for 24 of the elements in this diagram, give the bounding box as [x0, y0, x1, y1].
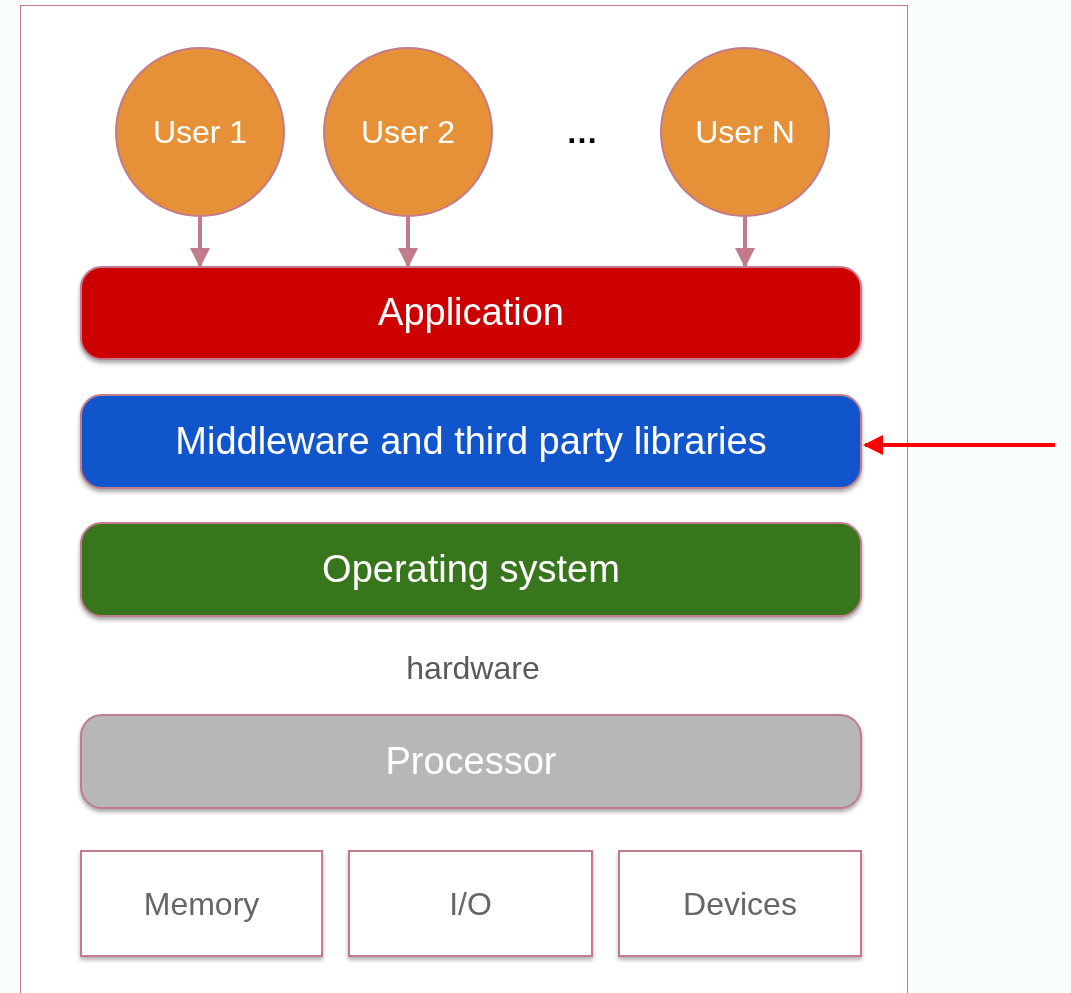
layer-bar — [80, 522, 862, 617]
layer-bar — [80, 394, 862, 489]
component-box — [618, 850, 862, 957]
node-label: User 1 — [152, 113, 248, 152]
layer-bar — [80, 714, 862, 809]
layer-bar — [80, 266, 862, 360]
arrow — [735, 217, 755, 268]
arrow — [398, 217, 418, 268]
layer-label: hardware — [405, 649, 541, 688]
node-label: Processor — [385, 738, 557, 784]
arrow — [863, 435, 1055, 455]
node-label: Devices — [683, 884, 797, 924]
component-box — [348, 850, 593, 957]
node-label: User N — [695, 113, 795, 152]
node-label: I/O — [449, 884, 492, 924]
node-label: Memory — [143, 884, 260, 924]
component-box — [80, 850, 323, 957]
node-label: User 2 — [360, 113, 456, 152]
arrow — [190, 217, 210, 268]
node-label: Middleware and third party libraries — [175, 418, 767, 464]
node-label: Operating system — [322, 546, 620, 592]
outer-frame — [20, 5, 908, 993]
ellipsis-text: … — [565, 113, 599, 152]
node-label: Application — [378, 290, 564, 336]
